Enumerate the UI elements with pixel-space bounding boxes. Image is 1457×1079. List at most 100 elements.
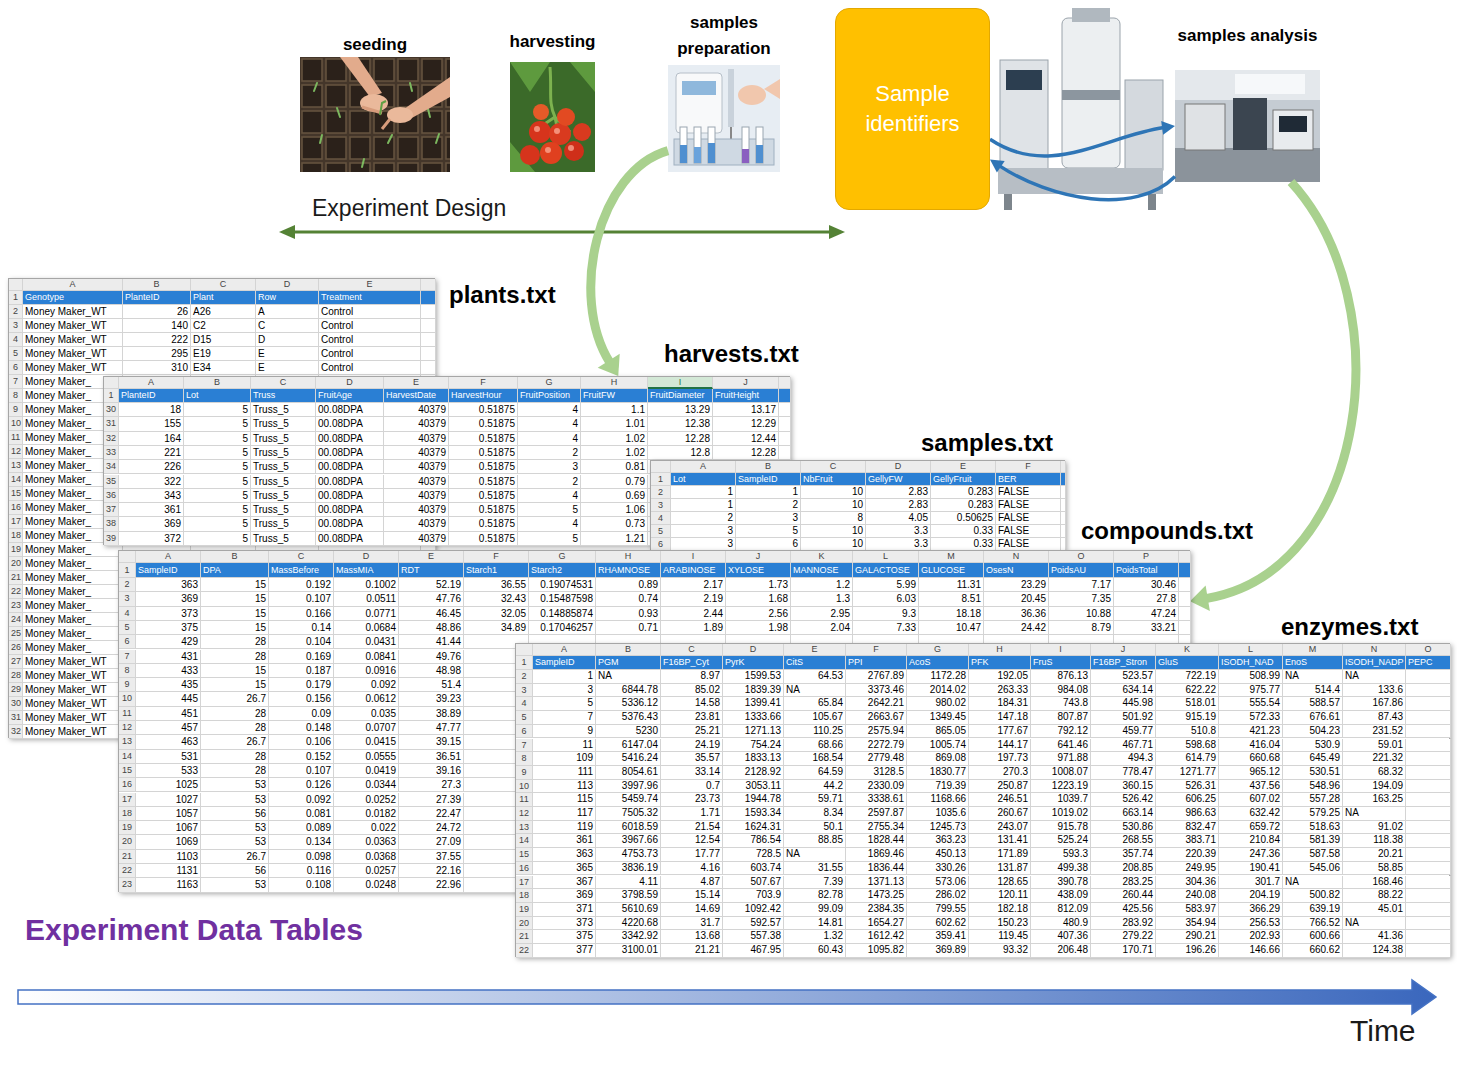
arrow-head: [990, 160, 1005, 173]
table-cell: 1035.6: [907, 807, 969, 821]
column-header: SampleID: [136, 563, 201, 578]
row-number: 6: [516, 725, 533, 739]
table-cell: 36.36: [984, 607, 1049, 621]
seeding-photo-shape: [300, 57, 450, 172]
table-cell: 295: [123, 347, 191, 361]
table-cell: 500.82: [1283, 889, 1343, 903]
table-cell: 140: [123, 319, 191, 333]
table-cell: 0.126: [269, 778, 334, 792]
step-heading: samples analysis: [1178, 26, 1318, 46]
header-corner: [9, 279, 23, 291]
table-cell: 40379: [384, 503, 449, 517]
table-cell: 40379: [384, 403, 449, 417]
table-cell: 64.59: [784, 766, 846, 780]
table-cell: 371: [533, 903, 596, 917]
row-number: 8: [119, 664, 136, 678]
table-cell: 330.26: [907, 862, 969, 876]
table-cell: 1163: [136, 878, 201, 892]
table-cell: 2: [736, 499, 801, 512]
table-cell: 27.09: [399, 835, 464, 849]
table-cell: 26: [123, 305, 191, 319]
harvesting-photo-shape: [520, 145, 540, 165]
column-header: Plant: [191, 291, 256, 305]
table-cell: 49.76: [399, 650, 464, 664]
table-cell: 421.23: [1219, 725, 1283, 739]
table-cell: 0.0363: [334, 835, 399, 849]
table-cell: 32.05: [464, 607, 529, 621]
column-header: PEPC: [1406, 656, 1451, 670]
table-cell: 5336.12: [596, 697, 661, 711]
table-cell: Control: [319, 347, 421, 361]
table-cell: A26: [191, 305, 256, 319]
row-number: 31: [9, 711, 23, 725]
table-cell: 36.55: [464, 578, 529, 592]
table-cell: 0.104: [269, 635, 334, 649]
table-cell: 12.44: [713, 432, 779, 446]
table-cell: 1027: [136, 793, 201, 807]
row-number: 33: [104, 446, 119, 460]
table-cell: 375: [533, 930, 596, 944]
table-cell: 27.3: [399, 778, 464, 792]
grid-cell: [1179, 578, 1191, 592]
table-cell: 984.08: [1031, 684, 1091, 698]
grid-cell: [421, 361, 436, 375]
column-letter: D: [866, 461, 931, 473]
table-cell: 0.0419: [334, 764, 399, 778]
table-cell: 220.39: [1156, 848, 1219, 862]
table-cell: Truss_5: [251, 475, 316, 489]
column-header: XYLOSE: [726, 563, 791, 578]
table-cell: 663.14: [1091, 807, 1156, 821]
table-cell: 0.0415: [334, 735, 399, 749]
nmr-instrument-shape: [1006, 70, 1042, 90]
row-number: 16: [9, 501, 23, 515]
table-cell: 41.36: [1343, 930, 1406, 944]
row-number: 10: [9, 417, 23, 431]
header-fill: [1061, 473, 1066, 486]
table-cell: 703.9: [723, 889, 784, 903]
table-cell: 8.97: [661, 670, 723, 684]
table-cell: 6018.59: [596, 821, 661, 835]
table-cell: 53: [201, 835, 269, 849]
row-number: 3: [9, 319, 23, 333]
table-cell: 1.3: [791, 592, 853, 606]
grid-cell: [421, 305, 436, 319]
table-cell: 480.9: [1031, 917, 1091, 931]
table-cell: 56: [201, 807, 269, 821]
table-cell: 15: [201, 678, 269, 692]
column-letter: I: [1031, 644, 1091, 656]
table-cell: 131.87: [969, 862, 1031, 876]
table-cell: 467.71: [1091, 739, 1156, 753]
row-number: 14: [9, 473, 23, 487]
column-letter: J: [713, 377, 779, 389]
lab-analysis-photo-shape: [1279, 116, 1307, 132]
table-cell: 1.68: [726, 592, 791, 606]
table-cell: 0.51875: [449, 475, 518, 489]
table-cell: 429: [136, 635, 201, 649]
table-cell: 1624.31: [723, 821, 784, 835]
arrow-head: [598, 354, 620, 376]
table-cell: 28: [201, 650, 269, 664]
table-cell: 390.78: [1031, 876, 1091, 890]
column-letter: N: [984, 551, 1049, 563]
table-cell: 786.54: [723, 834, 784, 848]
column-letter: C: [801, 461, 866, 473]
table-cell: 44.2: [784, 780, 846, 794]
table-cell: 2.83: [866, 499, 931, 512]
column-letter: G: [518, 377, 581, 389]
arrow-line: [990, 128, 1164, 156]
table-cell: 15: [201, 664, 269, 678]
experiment-design-arrow-shape: [279, 225, 295, 239]
row-number: 5: [9, 347, 23, 361]
table-cell: 369.89: [907, 944, 969, 958]
column-header: PoidsTotal: [1114, 563, 1179, 578]
table-cell: 2.17: [661, 578, 726, 592]
column-letter: N: [1343, 644, 1406, 656]
table-cell: Money Maker_WT: [23, 333, 123, 347]
grid-cell: [779, 417, 791, 431]
table-cell: 375: [136, 621, 201, 635]
row-number: 11: [9, 431, 23, 445]
column-header: NbFruit: [801, 473, 866, 486]
grid-cell: [779, 432, 791, 446]
row-number: 32: [104, 432, 119, 446]
table-cell: 12.54: [661, 834, 723, 848]
